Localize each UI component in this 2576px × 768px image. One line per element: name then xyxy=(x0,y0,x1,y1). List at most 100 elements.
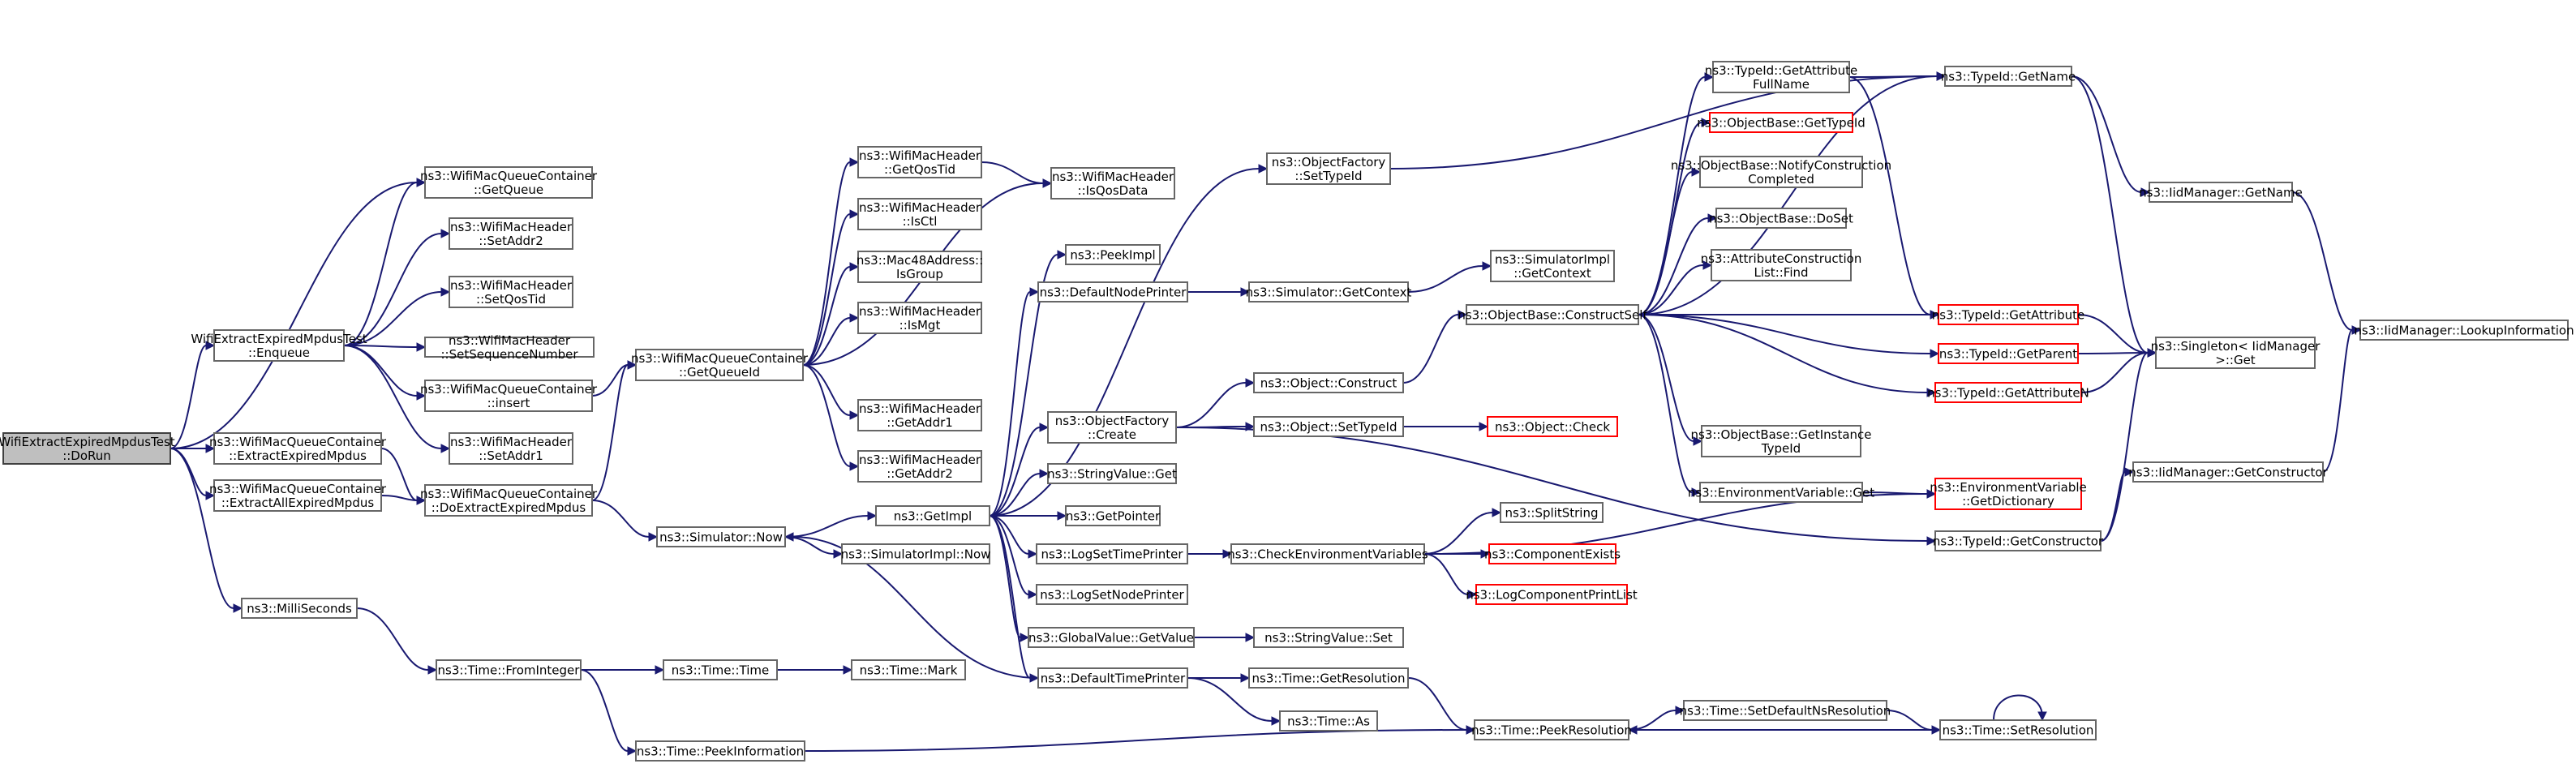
function-node-h-setseq[interactable]: ns3::WifiMacHeader::SetSequenceNumber xyxy=(424,333,595,362)
function-node-root[interactable]: WifiExtractExpiredMpdusTest::DoRun xyxy=(0,432,175,465)
function-node-h-ismgt[interactable]: ns3::WifiMacHeader::IsMgt xyxy=(857,302,982,334)
function-node-tid-getname[interactable]: ns3::TypeId::GetName xyxy=(1941,66,2076,87)
edge-arrowhead xyxy=(849,157,860,167)
edge-line xyxy=(802,317,851,366)
function-node-objfact-settypeid[interactable]: ns3::ObjectFactory::SetTypeId xyxy=(1266,152,1391,185)
call-edge-getimpl-to-gv-getvalue xyxy=(989,515,1030,642)
function-node-ob-gettypeid[interactable]: ns3::ObjectBase::GetTypeId xyxy=(1697,112,1865,133)
function-node-splitstring[interactable]: ns3::SplitString xyxy=(1500,502,1604,523)
node-label: ns3::LogSetNodePrinter xyxy=(1040,588,1184,603)
edge-arrowhead xyxy=(849,313,860,323)
function-node-enq[interactable]: WifiExtractExpiredMpdusTest::Enqueue xyxy=(191,329,367,362)
function-node-h-isqosdata[interactable]: ns3::WifiMacHeader::IsQosData xyxy=(1050,167,1175,200)
function-node-obj-settypeid[interactable]: ns3::Object::SetTypeId xyxy=(1253,416,1404,437)
function-node-getpointer[interactable]: ns3::GetPointer xyxy=(1065,505,1161,526)
node-box xyxy=(2359,320,2569,341)
edge-arrowhead xyxy=(1467,590,1478,599)
function-node-tid-getattributen[interactable]: ns3::TypeId::GetAttributeN xyxy=(1927,382,2089,403)
function-node-obj-check[interactable]: ns3::Object::Check xyxy=(1487,416,1618,437)
node-box xyxy=(857,302,982,334)
node-label: ns3::DefaultNodePrinter xyxy=(1040,285,1187,300)
function-node-envvar-get[interactable]: ns3::EnvironmentVariable::Get xyxy=(1688,482,1874,503)
node-box xyxy=(1279,710,1378,732)
function-node-tid-getattribute[interactable]: ns3::TypeId::GetAttribute xyxy=(1932,304,2084,325)
node-box xyxy=(1709,112,1853,133)
node-label: ns3::WifiMacHeader xyxy=(449,333,571,348)
function-node-sim-now[interactable]: ns3::Simulator::Now xyxy=(656,526,786,547)
function-node-checkenv[interactable]: ns3::CheckEnvironmentVariables xyxy=(1227,543,1428,564)
function-node-singleton-get[interactable]: ns3::Singleton< IidManager>::Get xyxy=(2151,337,2321,369)
function-node-q-doextract[interactable]: ns3::WifiMacQueueContainer::DoExtractExp… xyxy=(420,484,598,517)
function-node-strval-set[interactable]: ns3::StringValue::Set xyxy=(1253,627,1404,648)
edge-line xyxy=(591,500,650,538)
node-label: ns3::WifiMacHeader xyxy=(859,304,981,319)
function-node-t-mark[interactable]: ns3::Time::Mark xyxy=(851,659,966,680)
function-node-h-getaddr2[interactable]: ns3::WifiMacHeader::GetAddr2 xyxy=(857,450,982,483)
function-node-tid-getparent[interactable]: ns3::TypeId::GetParent xyxy=(1938,343,2079,364)
edge-line xyxy=(802,364,851,467)
function-node-ob-doset[interactable]: ns3::ObjectBase::DoSet xyxy=(1709,208,1853,229)
call-edge-getimpl-to-objfact-settypeid xyxy=(989,164,1269,517)
function-node-t-as[interactable]: ns3::Time::As xyxy=(1279,710,1378,732)
node-box xyxy=(213,329,345,362)
node-label: ::IsMgt xyxy=(899,318,941,333)
function-node-logsettime[interactable]: ns3::LogSetTimePrinter xyxy=(1036,543,1188,564)
function-node-strval-get[interactable]: ns3::StringValue::Get xyxy=(1047,463,1177,484)
function-node-h-isctl[interactable]: ns3::WifiMacHeader::IsCtl xyxy=(857,198,982,230)
node-label: ::SetAddr2 xyxy=(479,234,543,248)
function-node-milli[interactable]: ns3::MilliSeconds xyxy=(241,598,358,619)
function-node-compexists[interactable]: ns3::ComponentExists xyxy=(1484,543,1621,564)
function-node-t-getres[interactable]: ns3::Time::GetResolution xyxy=(1248,667,1409,689)
function-node-iid-getname[interactable]: ns3::IidManager::GetName xyxy=(2139,182,2303,203)
function-node-getimpl[interactable]: ns3::GetImpl xyxy=(875,505,990,526)
function-node-sim-getcontext[interactable]: ns3::Simulator::GetContext xyxy=(1246,281,1412,302)
function-node-q-extractall[interactable]: ns3::WifiMacQueueContainer::ExtractAllEx… xyxy=(209,479,387,512)
edge-line xyxy=(989,515,1029,555)
function-node-t-time[interactable]: ns3::Time::Time xyxy=(663,659,778,680)
function-node-simimpl-now[interactable]: ns3::SimulatorImpl::Now xyxy=(841,543,991,564)
function-node-peekimpl[interactable]: ns3::PeekImpl xyxy=(1065,244,1161,265)
function-node-logsetnode[interactable]: ns3::LogSetNodePrinter xyxy=(1036,584,1188,605)
function-node-defnodeprinter[interactable]: ns3::DefaultNodePrinter xyxy=(1037,281,1188,302)
function-node-t-setres[interactable]: ns3::Time::SetResolution xyxy=(1939,719,2097,740)
edge-line xyxy=(1993,694,2043,721)
function-node-h-setaddr1[interactable]: ns3::WifiMacHeader::SetAddr1 xyxy=(449,432,573,465)
function-node-h-setaddr2[interactable]: ns3::WifiMacHeader::SetAddr2 xyxy=(449,217,573,250)
function-node-tid-getconstructor[interactable]: ns3::TypeId::GetConstructor xyxy=(1933,530,2104,551)
node-label: ns3::Object::Check xyxy=(1495,420,1610,435)
function-node-iid-getconstructor[interactable]: ns3::IidManager::GetConstructor xyxy=(2128,461,2329,483)
edge-arrowhead xyxy=(1707,213,1718,223)
function-node-mac-isgroup[interactable]: ns3::Mac48Address::IsGroup xyxy=(857,251,983,283)
function-node-t-fromint[interactable]: ns3::Time::FromInteger xyxy=(436,659,582,680)
function-node-q-getqueueid[interactable]: ns3::WifiMacQueueContainer::GetQueueId xyxy=(631,349,809,381)
function-node-logcompprint[interactable]: ns3::LogComponentPrintList xyxy=(1466,584,1638,605)
node-label: ns3::WifiMacQueueContainer xyxy=(420,487,598,501)
edge-arrowhead xyxy=(2140,187,2151,197)
function-node-h-getaddr1[interactable]: ns3::WifiMacHeader::GetAddr1 xyxy=(857,399,982,431)
function-node-objfact-create[interactable]: ns3::ObjectFactory::Create xyxy=(1047,411,1177,444)
function-node-iid-lookup[interactable]: ns3::IidManager::LookupInformation xyxy=(2354,320,2574,341)
function-node-q-insert[interactable]: ns3::WifiMacQueueContainer::insert xyxy=(420,380,598,412)
node-label: ns3::WifiMacHeader xyxy=(450,220,573,234)
function-node-q-extract[interactable]: ns3::WifiMacQueueContainer::ExtractExpir… xyxy=(209,432,387,465)
edge-line xyxy=(1638,314,1928,393)
function-node-deftimeprinter[interactable]: ns3::DefaultTimePrinter xyxy=(1037,667,1188,689)
function-node-t-setdefaultns[interactable]: ns3::Time::SetDefaultNsResolution xyxy=(1680,700,1891,721)
function-node-ob-constructself[interactable]: ns3::ObjectBase::ConstructSelf xyxy=(1458,304,1647,325)
function-node-ob-notify[interactable]: ns3::ObjectBase::NotifyConstructionCompl… xyxy=(1671,156,1891,188)
function-node-t-peekres[interactable]: ns3::Time::PeekResolution xyxy=(1471,719,1632,740)
function-node-envvar-getdict[interactable]: ns3::EnvironmentVariable::GetDictionary xyxy=(1930,478,2087,510)
function-node-q-getqueue[interactable]: ns3::WifiMacQueueContainer::GetQueue xyxy=(420,166,598,199)
function-node-t-peekinfo[interactable]: ns3::Time::PeekInformation xyxy=(635,740,805,762)
edge-line xyxy=(804,729,1467,752)
function-node-gv-getvalue[interactable]: ns3::GlobalValue::GetValue xyxy=(1028,627,1195,648)
edge-arrowhead xyxy=(1701,118,1711,127)
call-edge-checkenv-to-logcompprint xyxy=(1423,553,1478,599)
function-node-h-setqostid[interactable]: ns3::WifiMacHeader::SetQosTid xyxy=(449,276,573,308)
function-node-obj-construct[interactable]: ns3::Object::Construct xyxy=(1253,372,1404,393)
function-node-simimpl-getcontext[interactable]: ns3::SimulatorImpl::GetContext xyxy=(1490,250,1615,282)
function-node-h-getqostid[interactable]: ns3::WifiMacHeader::GetQosTid xyxy=(857,146,982,178)
